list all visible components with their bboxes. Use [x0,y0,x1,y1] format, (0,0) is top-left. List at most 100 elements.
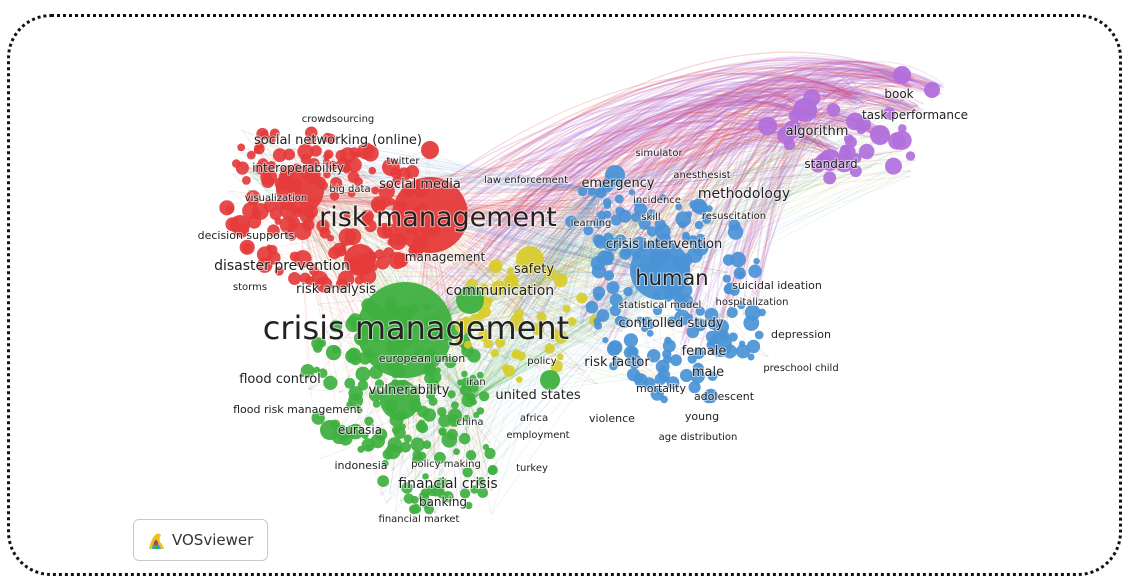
blue-node-565[interactable] [592,234,605,246]
hub-node-610[interactable] [380,380,420,420]
yellow-node-385[interactable] [515,376,523,383]
hub-node-602[interactable] [793,98,817,122]
purple-node-578[interactable] [898,124,907,133]
green-node-308[interactable] [403,434,412,443]
blue-node-544[interactable] [643,377,656,390]
label-flood-risk-management[interactable]: flood risk management [232,402,362,417]
green-node-282[interactable] [311,337,324,350]
blue-node-472[interactable] [659,194,667,202]
red-node-156[interactable] [235,161,249,175]
green-node-337[interactable] [484,447,496,460]
red-node-80[interactable] [329,191,340,201]
blue-node-469[interactable] [646,226,658,237]
hub-node-601[interactable] [276,166,324,214]
blue-node-506[interactable] [591,264,607,279]
red-node-123[interactable] [364,219,377,233]
red-node-131[interactable] [284,227,295,238]
red-node-127[interactable] [300,153,312,165]
red-node-126[interactable] [374,249,385,260]
hub-node-612[interactable] [344,244,376,276]
green-node-196[interactable] [300,364,315,379]
vosviewer-badge[interactable]: VOSviewer [133,519,268,561]
red-node-152[interactable] [306,134,317,145]
red-node-168[interactable] [246,150,256,160]
green-node-325[interactable] [465,450,477,461]
green-node-274[interactable] [447,408,463,424]
red-node-165[interactable] [335,149,347,162]
yellow-node-362[interactable] [567,317,577,327]
green-node-232[interactable] [457,379,464,386]
label-crisis-intervention[interactable]: crisis intervention [605,236,724,253]
label-methodology[interactable]: methodology [697,185,791,203]
yellow-node-386[interactable] [550,328,560,339]
yellow-node-364[interactable] [556,353,564,361]
label-employment[interactable]: employment [505,429,570,442]
label-iran[interactable]: iran [465,376,486,389]
yellow-node-378[interactable] [508,315,525,331]
label-disaster-prevention[interactable]: disaster prevention [213,257,351,275]
blue-node-399[interactable] [735,344,751,359]
blue-node-484[interactable] [682,234,690,242]
label-crisis-management[interactable]: crisis management [262,308,570,348]
purple-node-581[interactable] [826,103,841,117]
hub-node-603[interactable] [893,66,911,84]
red-node-53[interactable] [306,211,315,220]
label-social-networking[interactable]: social networking (online) [253,132,423,149]
label-anesthesist[interactable]: anesthesist [672,169,731,182]
label-algorithm[interactable]: algorithm [785,123,850,140]
blue-node-454[interactable] [701,214,712,224]
label-interoperability[interactable]: interoperability [251,160,345,176]
blue-node-515[interactable] [619,248,632,260]
red-node-19[interactable] [343,211,351,219]
label-risk-analysis[interactable]: risk analysis [295,281,377,298]
blue-node-519[interactable] [585,300,599,314]
blue-node-535[interactable] [594,321,603,330]
label-crowdsourcing[interactable]: crowdsourcing [301,113,376,126]
green-node-243[interactable] [344,377,356,389]
blue-node-493[interactable] [686,325,700,339]
red-node-35[interactable] [375,255,390,270]
label-indonesia[interactable]: indonesia [333,458,388,473]
green-node-335[interactable] [409,504,419,515]
label-young[interactable]: young [684,409,720,424]
label-vulnerability[interactable]: vulnerability [368,382,451,399]
green-node-170[interactable] [372,400,381,408]
red-node-145[interactable] [272,148,287,163]
red-node-99[interactable] [354,275,364,285]
yellow-node-389[interactable] [501,364,510,373]
red-node-134[interactable] [250,198,258,206]
yellow-node-370[interactable] [542,265,556,279]
green-node-304[interactable] [361,438,375,452]
blue-node-557[interactable] [587,187,597,196]
blue-node-568[interactable] [577,186,588,197]
red-node-167[interactable] [261,175,275,189]
blue-node-482[interactable] [636,316,644,324]
label-storms[interactable]: storms [232,281,268,294]
red-node-129[interactable] [382,158,400,177]
green-node-288[interactable] [461,393,476,408]
hub-node-616[interactable] [320,420,340,440]
green-node-181[interactable] [374,379,385,389]
blue-node-543[interactable] [685,211,692,218]
blue-node-518[interactable] [691,198,707,214]
purple-node-570[interactable] [859,143,875,160]
blue-node-477[interactable] [687,354,697,364]
green-node-349[interactable] [446,428,458,441]
label-united-states[interactable]: united states [494,387,582,404]
blue-node-487[interactable] [675,203,683,211]
green-node-283[interactable] [479,391,490,402]
blue-node-412[interactable] [646,329,654,337]
red-node-119[interactable] [353,177,363,187]
blue-node-542[interactable] [674,294,685,306]
green-node-329[interactable] [442,491,454,503]
blue-node-545[interactable] [565,215,578,228]
label-simulator[interactable]: simulator [634,147,684,160]
yellow-node-358[interactable] [576,292,588,304]
red-node-2[interactable] [323,158,330,165]
blue-node-424[interactable] [754,330,764,340]
blue-node-483[interactable] [687,235,699,246]
red-node-43[interactable] [239,239,255,255]
blue-node-485[interactable] [670,354,682,367]
yellow-node-371[interactable] [455,318,471,334]
red-node-157[interactable] [242,176,251,185]
